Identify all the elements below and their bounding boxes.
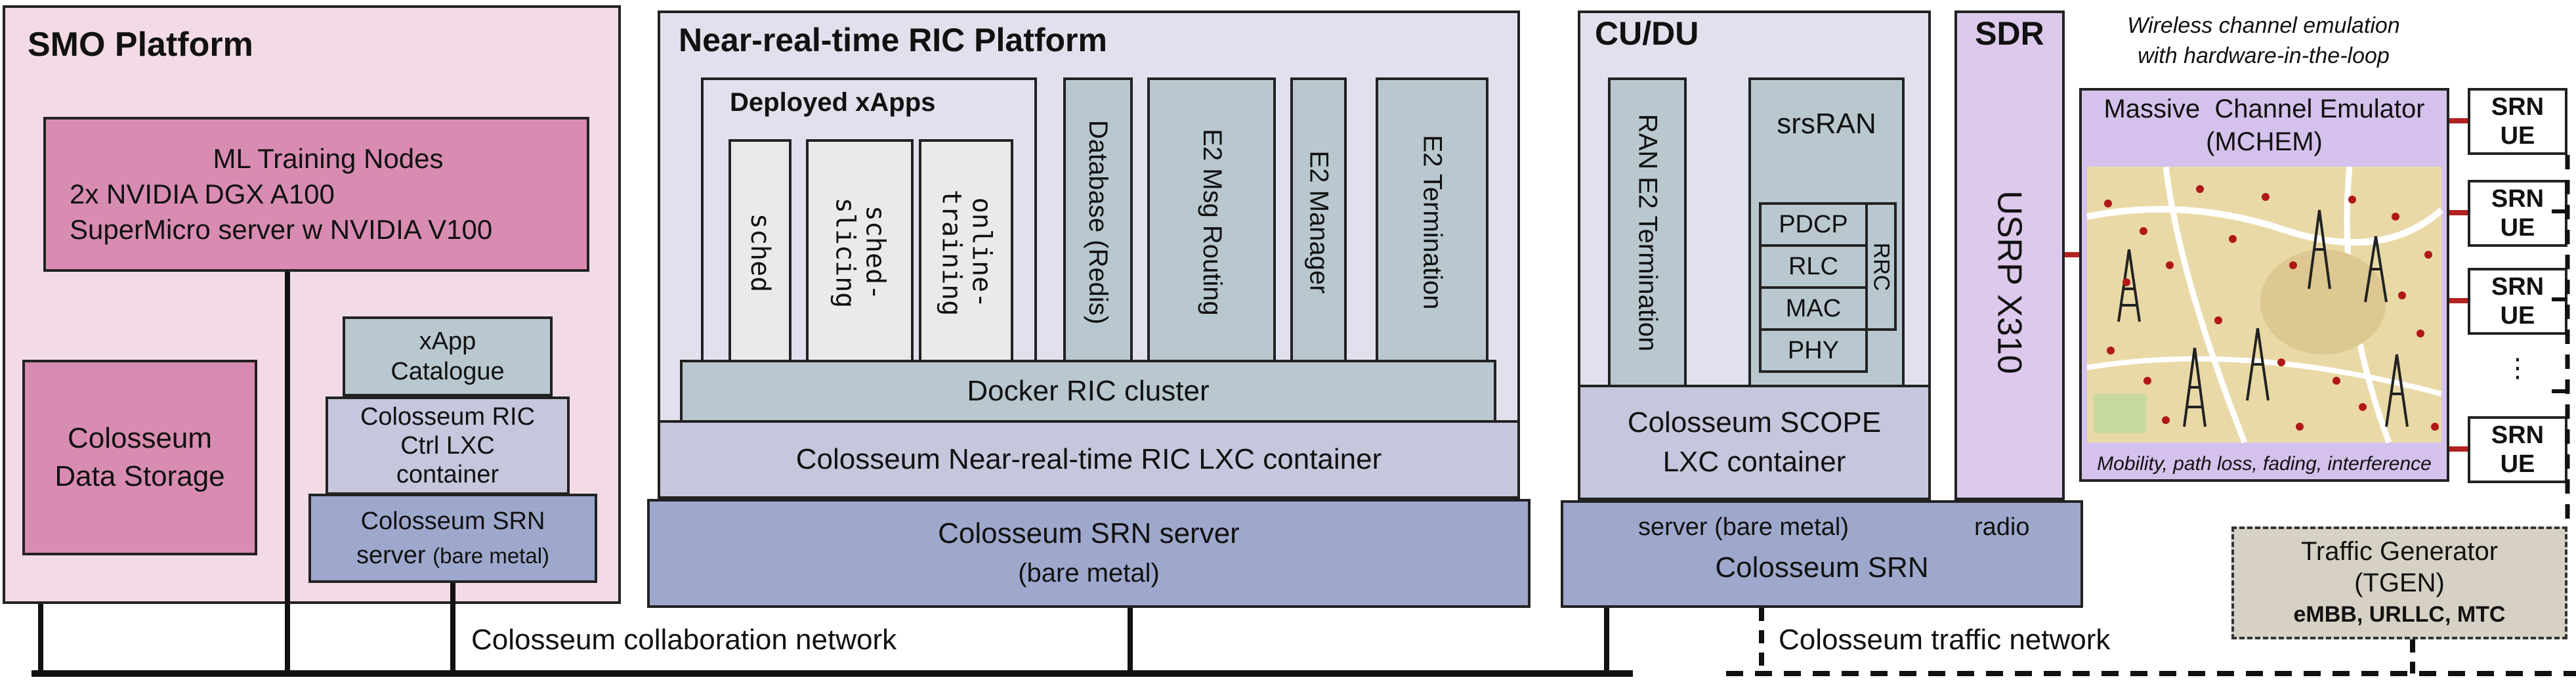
e2-manager: E2 Manager [1290, 77, 1347, 366]
ml-nodes-dgx: 2x NVIDIA DGX A100 [70, 179, 335, 209]
storage-line1: Colosseum [67, 422, 213, 454]
srn-name: Colosseum SRN [1715, 551, 1929, 584]
srn-server-label: server (bare metal) [1638, 513, 1849, 541]
xapp-sched: sched [728, 139, 792, 366]
smo-srn-line1: Colosseum SRN [360, 507, 545, 535]
ric-srn-line1: Colosseum SRN server [938, 517, 1240, 549]
traffic-generator: Traffic Generator (TGEN) eMBB, URLLC, MT… [2231, 526, 2567, 639]
database-redis: Database (Redis) [1063, 77, 1133, 366]
e2-msg-routing: E2 Msg Routing [1147, 77, 1276, 366]
colosseum-scope-lxc: Colosseum SCOPE LXC container [1578, 385, 1931, 500]
smo-srn-line3: (bare metal) [433, 543, 550, 568]
ric-ctrl-line3: container [396, 461, 499, 488]
sdr [1954, 11, 2065, 500]
ml-nodes-title: ML Training Nodes [213, 143, 444, 174]
storage-line2: Data Storage [54, 460, 225, 492]
colosseum-data-storage: Colosseum Data Storage [22, 360, 257, 555]
colosseum-srn [1561, 500, 2083, 608]
xapp-catalogue: xApp Catalogue [343, 316, 553, 397]
deployed-xapps-title: Deployed xApps [730, 88, 936, 117]
cu-du-title: CU/DU [1595, 15, 1699, 52]
pdcp-layer: PDCP [1759, 202, 1868, 247]
tgen-line2: (TGEN) [2354, 568, 2445, 597]
scope-line1: Colosseum SCOPE [1627, 406, 1882, 439]
srn-radio-label: radio [1974, 513, 2030, 541]
scope-line2: LXC container [1662, 446, 1846, 478]
usrp-x310: USRP X310 [1991, 190, 2029, 374]
smo-platform-title: SMO Platform [28, 26, 253, 64]
ric-platform-title: Near-real-time RIC Platform [679, 22, 1107, 58]
rlc-layer: RLC [1759, 244, 1868, 289]
rrc-layer: RRC [1865, 202, 1897, 331]
ric-ctrl-line1: Colosseum RIC [360, 403, 536, 431]
collab-network-label: Colosseum collaboration network [471, 624, 897, 656]
phy-layer: PHY [1759, 328, 1868, 373]
mchem-title-2: (MCHEM) [2206, 127, 2323, 156]
mchem-footer: Mobility, path loss, fading, interferenc… [2097, 453, 2432, 475]
tgen-line3: eMBB, URLLC, MTC [2293, 602, 2506, 627]
sdr-title: SDR [1975, 15, 2044, 52]
tgen-line1: Traffic Generator [2300, 537, 2499, 566]
ml-nodes-supermicro: SuperMicro server w NVIDIA V100 [70, 214, 493, 245]
xapp-catalogue-line1: xApp [419, 328, 476, 355]
docker-ric-cluster: Docker RIC cluster [680, 360, 1496, 423]
mchem-title-1: Massive Channel Emulator [2103, 95, 2425, 123]
ric-ctrl-line2: Ctrl LXC [400, 432, 495, 460]
ric-srn-line2: (bare metal) [1018, 559, 1160, 588]
xapp-sched-slicing: sched- slicing [806, 139, 914, 366]
ric-srn-server: Colosseum SRN server (bare metal) [647, 499, 1531, 608]
e2-termination: E2 Termination [1376, 77, 1489, 366]
xapp-catalogue-line2: Catalogue [391, 358, 505, 385]
ml-training-nodes: ML Training Nodes 2x NVIDIA DGX A100 Sup… [43, 117, 589, 272]
near-rt-ric-lxc: Colosseum Near-real-time RIC LXC contain… [658, 420, 1520, 499]
mchem-caption-2: with hardware-in-the-loop [2138, 43, 2390, 68]
ran-e2-termination: RAN E2 Termination [1608, 77, 1687, 387]
smo-srn-server: Colosseum SRN server (bare metal) [308, 494, 597, 583]
traffic-network-label: Colosseum traffic network [1779, 624, 2111, 656]
srsran-title: srsRAN [1777, 108, 1876, 140]
smo-srn-line2: server [356, 541, 426, 569]
xapp-online-training: online- training [919, 139, 1013, 366]
mchem-caption-1: Wireless channel emulation [2127, 13, 2400, 38]
mac-layer: MAC [1759, 286, 1868, 331]
ue-ellipsis: ⋮ [2504, 354, 2531, 383]
colosseum-ric-ctrl-lxc: Colosseum RIC Ctrl LXC container [326, 397, 570, 495]
